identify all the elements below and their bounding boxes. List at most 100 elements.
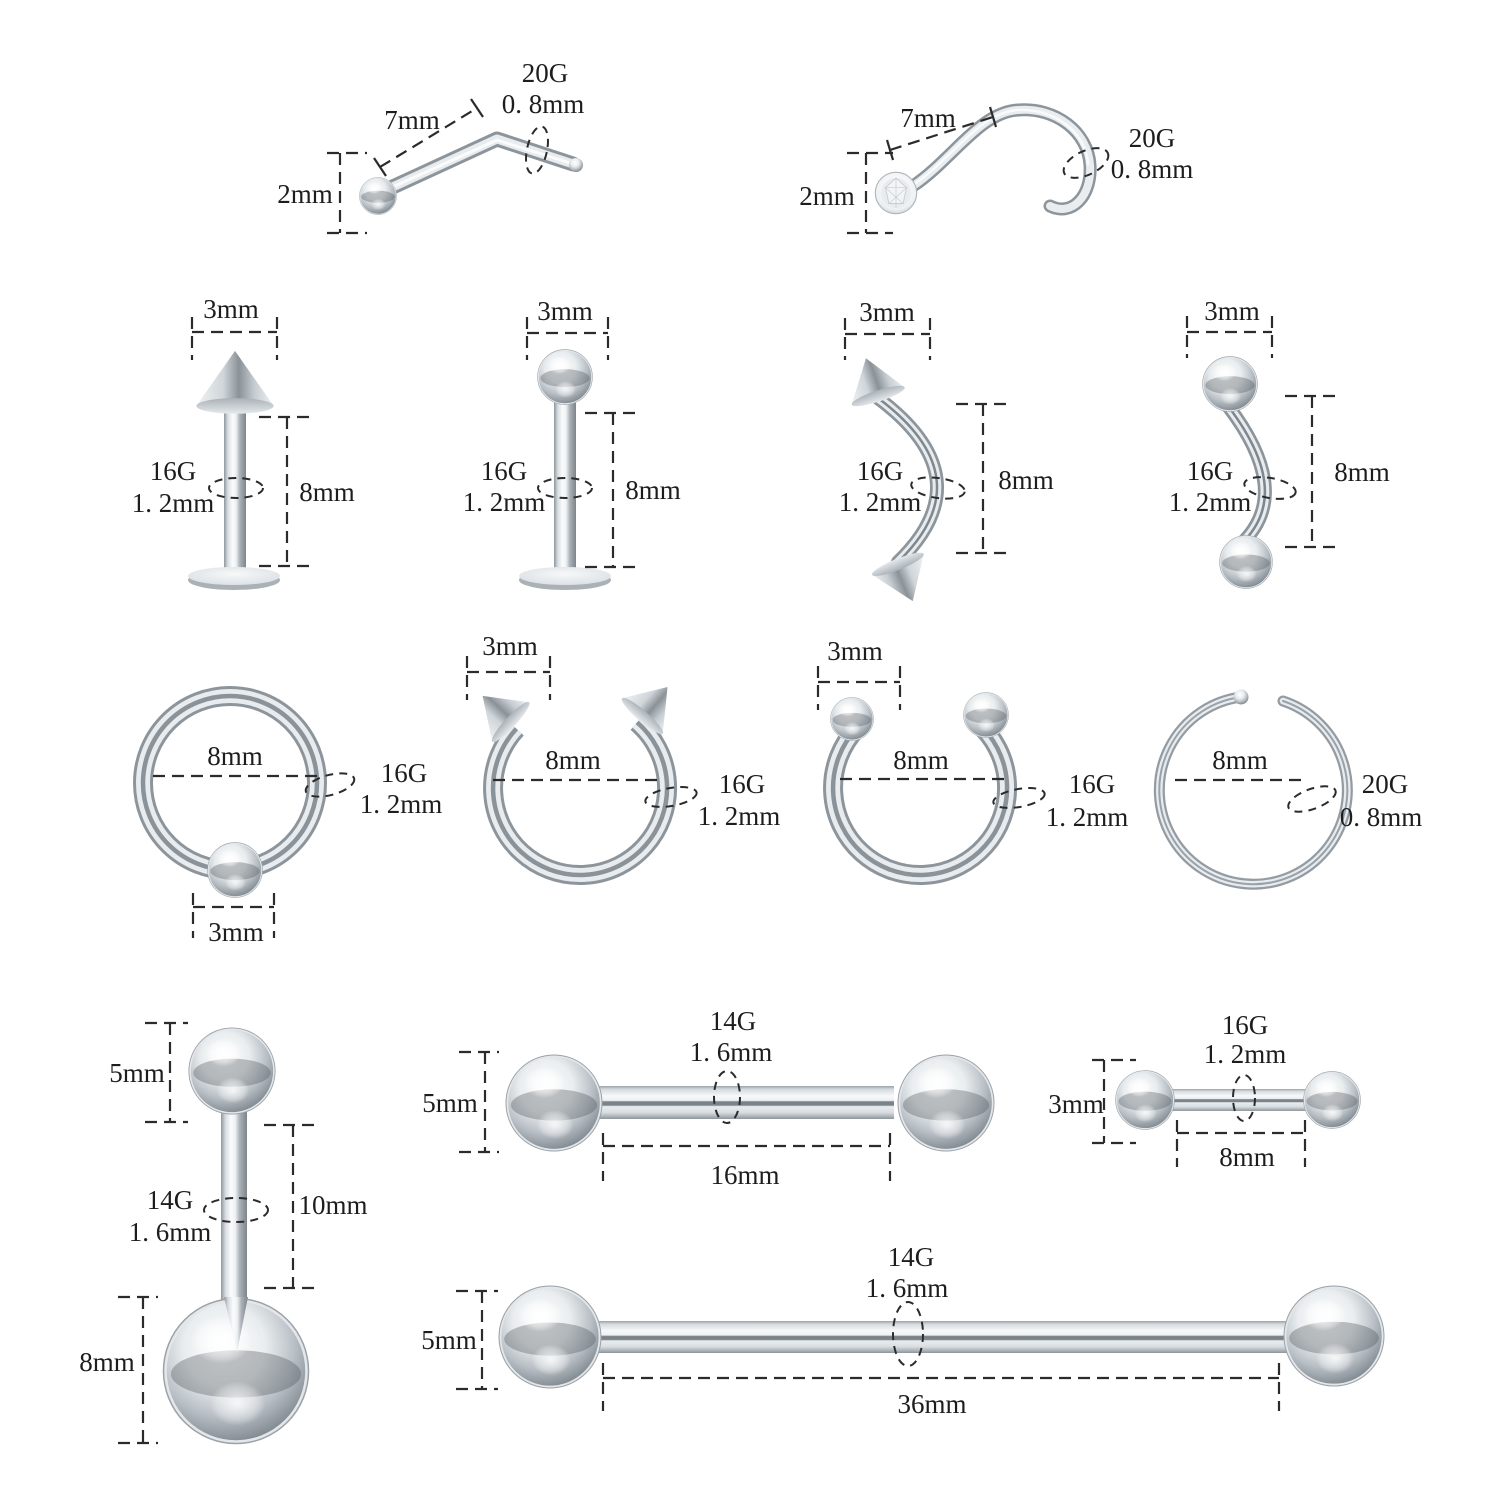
gauge-label: 16G: [719, 769, 766, 799]
top-size-label: 3mm: [203, 294, 259, 324]
bar-length-label: 8mm: [1334, 457, 1390, 487]
thickness-label: 0. 8mm: [1111, 154, 1194, 184]
horseshoe-ball-annotations: [816, 666, 1046, 809]
gauge-label: 16G: [150, 456, 197, 486]
industrial-barbell-36-annotations: [456, 1289, 1281, 1411]
nose-stud-l-annotations: [327, 98, 549, 235]
thickness-ellipse: [304, 772, 356, 798]
thickness-label: 1. 6mm: [129, 1217, 212, 1247]
ball-top: [188, 1027, 276, 1115]
ball-right: [897, 1054, 995, 1152]
thickness-label: 1. 6mm: [690, 1037, 773, 1067]
gauge-label: 16G: [1187, 456, 1234, 486]
nose-screw-annotations: [847, 106, 1110, 235]
ball-left: [498, 1285, 602, 1389]
labret-ball-illustration: [519, 349, 611, 590]
horseshoe-cone-diagram: 3mm 8mm 16G 1. 2mm: [464, 631, 780, 885]
straight-barbell-8-annotations: [1092, 1058, 1307, 1167]
straight-barbell-8-illustration: [1115, 1070, 1361, 1130]
gauge-label: 14G: [888, 1242, 935, 1272]
thickness-ellipse: [1062, 147, 1110, 179]
thickness-label: 1. 2mm: [1204, 1039, 1287, 1069]
gauge-label: 20G: [522, 58, 569, 88]
nose-screw-diagram: 7mm 20G 0. 8mm 2mm: [799, 103, 1194, 235]
thickness-label: 1. 2mm: [1046, 802, 1129, 832]
curved-barbell-cone-annotations: [843, 318, 1010, 555]
curved-barbell-cone-diagram: 3mm 16G 1. 2mm 8mm: [839, 297, 1054, 612]
ball-size-label: 3mm: [208, 917, 264, 947]
gem-head: [874, 171, 918, 215]
cone-top: [196, 350, 274, 414]
cone-bottom: [869, 548, 939, 612]
thickness-ellipse: [1243, 476, 1297, 500]
straight-barbell-8-diagram: 3mm 16G 1. 2mm 8mm: [1048, 1010, 1361, 1172]
thickness-label: 1. 2mm: [463, 487, 546, 517]
thickness-ellipse: [644, 786, 698, 808]
ball-left: [1115, 1070, 1175, 1130]
thickness-ellipse: [910, 476, 966, 500]
thickness-ellipse: [713, 1070, 741, 1124]
bar-length-label: 36mm: [897, 1389, 966, 1419]
nose-hoop-illustration: [1153, 689, 1353, 890]
thickness-label: 1. 2mm: [132, 488, 215, 518]
bar-length-label: 8mm: [998, 465, 1054, 495]
gauge-label: 16G: [857, 456, 904, 486]
nose-screw-illustration: [874, 103, 1097, 216]
belly-ring-diagram: 5mm 14G 1. 6mm 10mm 8mm: [79, 1021, 368, 1445]
thickness-label: 0. 8mm: [1340, 802, 1423, 832]
bar-length-label: 10mm: [298, 1190, 367, 1220]
thickness-ellipse: [992, 787, 1046, 809]
top-size-label: 3mm: [537, 296, 593, 326]
curved-barbell-ball-annotations: [1185, 316, 1339, 549]
bar-length-label: 8mm: [625, 475, 681, 505]
gauge-label: 20G: [1362, 769, 1409, 799]
belly-ring-illustration: [162, 1027, 310, 1445]
thickness-label: 1. 6mm: [866, 1273, 949, 1303]
straight-barbell-16-illustration: [505, 1054, 995, 1152]
diameter-label: 8mm: [1212, 745, 1268, 775]
gauge-label: 14G: [710, 1006, 757, 1036]
head-size-label: 2mm: [799, 181, 855, 211]
thickness-label: 0. 8mm: [502, 89, 585, 119]
ball-right: [963, 692, 1009, 738]
ball-size-label: 5mm: [422, 1088, 478, 1118]
head-size-label: 2mm: [277, 179, 333, 209]
horseshoe-cone-annotations: [465, 656, 698, 808]
bottom-ball-label: 8mm: [79, 1347, 135, 1377]
bar-length-label: 8mm: [1219, 1142, 1275, 1172]
horseshoe-ball-illustration: [823, 692, 1018, 885]
diameter-label: 8mm: [893, 745, 949, 775]
gauge-label: 16G: [1222, 1010, 1269, 1040]
nose-stud-l-illustration: [359, 131, 583, 215]
labret-cone-illustration: [188, 350, 280, 590]
ball-bottom: [1219, 535, 1273, 589]
ball-size-label: 3mm: [1048, 1089, 1104, 1119]
horseshoe-cone-illustration: [464, 669, 688, 885]
cone-right: [618, 669, 688, 738]
horseshoe-ball-diagram: 3mm 8mm 16G 1. 2mm: [816, 636, 1129, 885]
industrial-barbell-36-diagram: 5mm 14G 1. 6mm 36mm: [421, 1242, 1385, 1419]
straight-barbell-16-diagram: 5mm 14G 1. 6mm 16mm: [422, 1006, 995, 1190]
ball-right: [1283, 1285, 1385, 1387]
labret-ball-diagram: 3mm 16G 1. 2mm 8mm: [463, 296, 681, 590]
thickness-ellipse: [892, 1301, 924, 1367]
ball-top: [1202, 356, 1258, 412]
straight-barbell-16-annotations: [459, 1050, 892, 1181]
thickness-label: 1. 2mm: [839, 487, 922, 517]
thickness-ellipse: [203, 1197, 269, 1223]
pin-tip: [569, 158, 583, 172]
length-label: 7mm: [384, 105, 440, 135]
diameter-label: 8mm: [545, 745, 601, 775]
thickness-ellipse: [525, 125, 549, 175]
gauge-label: 16G: [481, 456, 528, 486]
nose-stud-l-diagram: 7mm 20G 0. 8mm 2mm: [277, 58, 585, 235]
captive-bead-ring-illustration: [133, 686, 327, 898]
stud-ball: [359, 177, 397, 215]
thickness-ellipse: [537, 477, 593, 499]
end-size-label: 3mm: [827, 636, 883, 666]
industrial-barbell-36-illustration: [498, 1285, 1385, 1389]
disc-base: [519, 567, 611, 590]
ball-top: [537, 349, 593, 405]
